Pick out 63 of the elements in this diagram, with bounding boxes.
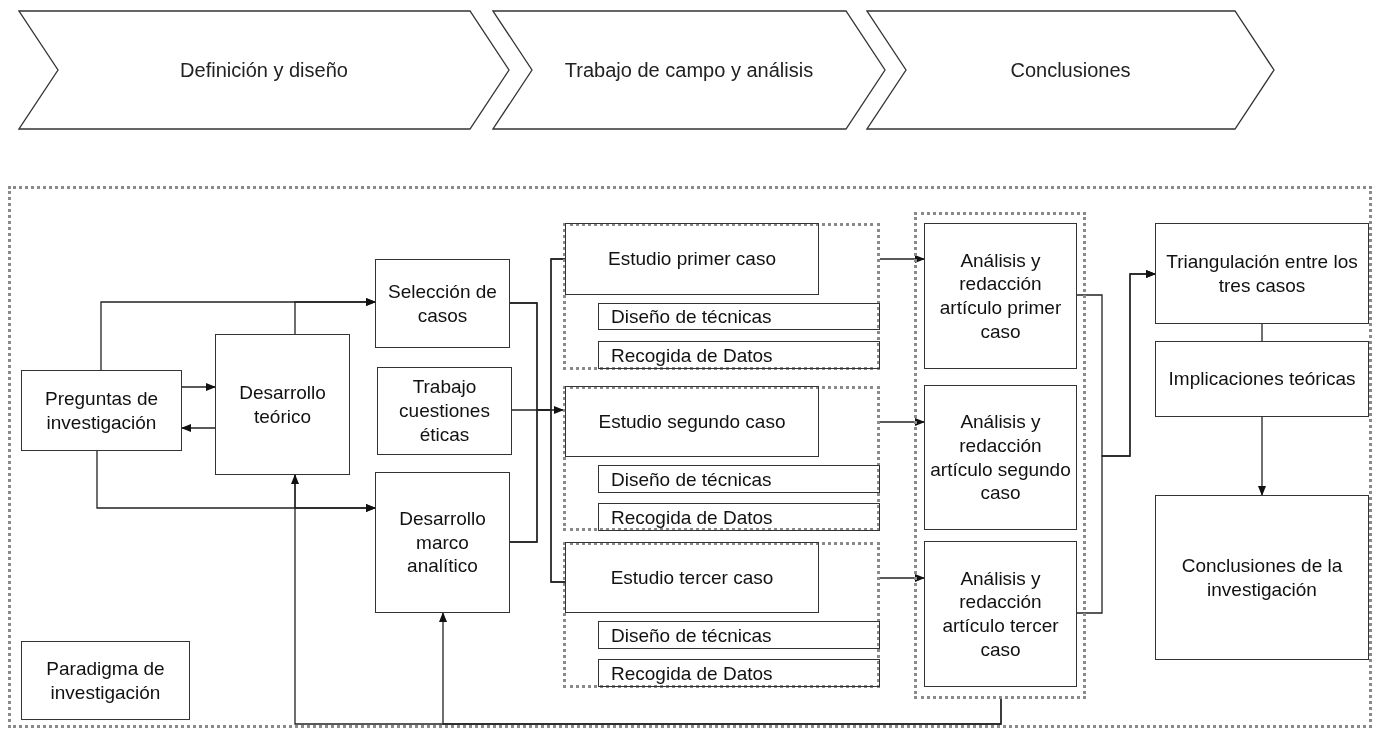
connector-arrow bbox=[1076, 270, 1156, 614]
node-text: Recogida de Datos bbox=[611, 663, 773, 683]
node-text: Triangulación entre los tres casos bbox=[1165, 249, 1359, 298]
node-text: Recogida de Datos bbox=[611, 507, 773, 527]
node-text: Desarrollo marco analítico bbox=[398, 506, 487, 579]
node-text: Conclusiones bbox=[1010, 58, 1131, 83]
node-text: Implicaciones teóricas bbox=[1168, 367, 1356, 391]
connector-arrow bbox=[181, 424, 216, 432]
task-box bbox=[598, 465, 880, 493]
dotted-frame bbox=[8, 186, 1372, 728]
task-box bbox=[598, 341, 880, 369]
task-box bbox=[598, 303, 880, 330]
process-box bbox=[375, 259, 510, 348]
node-text: Diseño de técnicas bbox=[611, 469, 772, 489]
connector-arrow bbox=[879, 255, 925, 263]
process-box bbox=[924, 223, 1077, 369]
dotted-group bbox=[563, 542, 880, 688]
chevron-stage bbox=[18, 10, 510, 130]
node-text: Recogida de Datos bbox=[611, 345, 773, 365]
dotted-group bbox=[563, 223, 880, 370]
node-text: Análisis y redacción artículo tercer caso bbox=[941, 566, 1060, 662]
process-box bbox=[565, 223, 819, 295]
node-text: Conclusiones de la investigación bbox=[1180, 553, 1344, 602]
node-text: Estudio segundo caso bbox=[598, 409, 786, 434]
connector-arrow bbox=[1258, 416, 1266, 496]
task-box bbox=[598, 621, 880, 649]
node-text: Definición y diseño bbox=[180, 58, 348, 83]
process-box bbox=[1155, 223, 1369, 324]
process-box bbox=[924, 541, 1077, 687]
connector-arrow bbox=[511, 406, 564, 414]
process-box bbox=[565, 386, 819, 457]
task-box bbox=[598, 503, 880, 531]
node-text: Diseño de técnicas bbox=[611, 625, 772, 645]
connector-arrow bbox=[294, 298, 376, 335]
connector-arrow bbox=[439, 612, 1002, 725]
chevron-stage bbox=[492, 10, 886, 130]
connector-arrow bbox=[181, 383, 216, 391]
node-text: Trabajo de campo y análisis bbox=[564, 58, 814, 83]
node-text: Análisis y redacción artículo segundo caso bbox=[929, 410, 1072, 505]
process-box bbox=[375, 472, 510, 613]
process-box bbox=[1155, 495, 1369, 660]
node-text: Desarrollo teórico bbox=[238, 380, 327, 429]
dotted-group bbox=[914, 212, 1086, 699]
process-box bbox=[21, 370, 182, 451]
process-box bbox=[565, 542, 819, 613]
chevron-stage bbox=[866, 10, 1275, 130]
node-text: Estudio primer caso bbox=[608, 247, 776, 271]
process-box bbox=[377, 367, 512, 455]
connector-arrow bbox=[879, 418, 925, 426]
node-text: Trabajo cuestiones éticas bbox=[398, 375, 491, 447]
process-box bbox=[21, 641, 190, 720]
node-text: Diseño de técnicas bbox=[611, 307, 772, 326]
process-box bbox=[924, 385, 1077, 530]
node-text: Paradigma de investigación bbox=[45, 656, 166, 705]
dotted-group bbox=[563, 386, 880, 531]
node-text: Análisis y redacción artículo primer caso bbox=[938, 248, 1063, 344]
connector-arrow bbox=[879, 574, 925, 582]
node-text: Preguntas de investigación bbox=[44, 386, 159, 435]
node-text: Selección de casos bbox=[387, 279, 498, 328]
task-box bbox=[598, 659, 880, 687]
process-box bbox=[215, 334, 350, 475]
process-box bbox=[1155, 341, 1369, 417]
node-text: Estudio tercer caso bbox=[610, 565, 774, 590]
